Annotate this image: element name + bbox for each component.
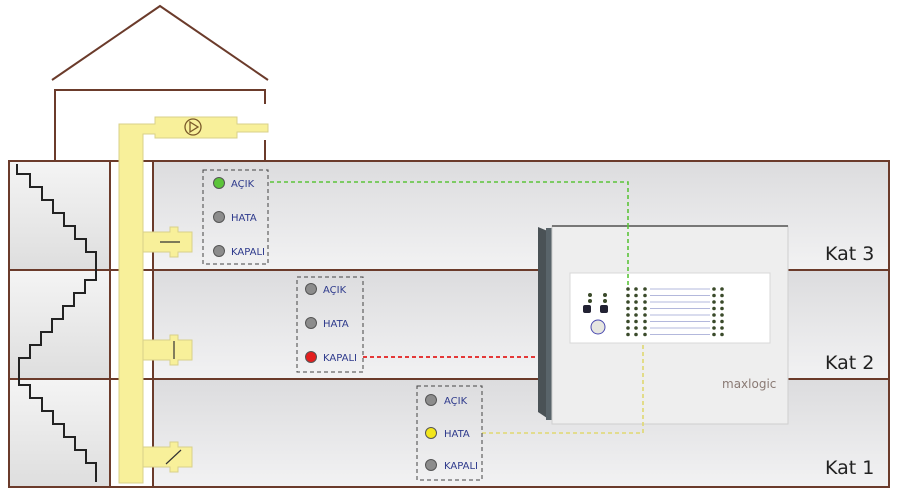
sprinkler-pipe xyxy=(118,116,269,484)
status-box-kat1: AÇIK HATA KAPALI xyxy=(416,385,483,481)
panel-led xyxy=(720,306,724,311)
panel-led xyxy=(720,326,724,330)
floor-label-kat2: Kat 2 xyxy=(825,352,874,374)
panel-led xyxy=(626,306,630,311)
led-kapali xyxy=(305,351,317,363)
panel-led xyxy=(712,326,716,330)
panel-led xyxy=(643,326,647,330)
floor-label-kat3: Kat 3 xyxy=(825,243,874,265)
floor-label-kat1: Kat 1 xyxy=(825,457,874,479)
panel-led xyxy=(712,300,716,304)
panel-led xyxy=(634,313,638,317)
led-hata xyxy=(305,317,317,329)
panel-led xyxy=(626,313,630,317)
led-kapali xyxy=(213,245,225,257)
panel-led xyxy=(634,306,638,311)
panel-led xyxy=(643,319,647,324)
panel-led xyxy=(712,306,716,311)
panel-led xyxy=(634,326,638,330)
panel-led xyxy=(634,287,638,291)
panel-led xyxy=(626,287,630,291)
panel-led xyxy=(720,313,724,317)
panel-led xyxy=(634,319,638,324)
panel-logo: maxlogic xyxy=(722,377,776,391)
panel-led xyxy=(626,300,630,304)
panel-led xyxy=(634,293,638,298)
panel-led xyxy=(712,287,716,291)
control-panel: maxlogic xyxy=(538,225,789,425)
panel-led xyxy=(720,319,724,324)
panel-led xyxy=(720,332,724,337)
label-acik: AÇIK xyxy=(323,285,347,296)
panel-led xyxy=(712,332,716,337)
valve-icon xyxy=(165,449,182,465)
panel-led xyxy=(643,332,647,337)
panel-led xyxy=(643,293,647,298)
panel-led xyxy=(626,326,630,330)
status-box-kat3: AÇIK HATA KAPALI xyxy=(202,169,269,265)
link-kat1 xyxy=(482,345,644,434)
panel-led xyxy=(720,293,724,298)
label-acik: AÇIK xyxy=(231,179,255,190)
led-acik xyxy=(425,394,437,406)
house-roof xyxy=(51,4,269,160)
led-acik xyxy=(305,283,317,295)
panel-led xyxy=(626,293,630,298)
panel-led xyxy=(643,287,647,291)
panel-led xyxy=(643,306,647,311)
led-acik xyxy=(213,177,225,189)
panel-led xyxy=(643,313,647,317)
led-hata xyxy=(213,211,225,223)
staircase xyxy=(16,164,97,482)
label-hata: HATA xyxy=(323,319,349,330)
panel-led xyxy=(626,332,630,337)
panel-led xyxy=(626,319,630,324)
label-kapali: KAPALI xyxy=(444,461,478,472)
led-hata xyxy=(425,427,437,439)
panel-led xyxy=(634,300,638,304)
status-box-kat2: AÇIK HATA KAPALI xyxy=(296,276,364,373)
label-acik: AÇIK xyxy=(444,396,468,407)
panel-led xyxy=(643,300,647,304)
panel-led xyxy=(712,293,716,298)
panel-led xyxy=(720,300,724,304)
label-hata: HATA xyxy=(444,429,470,440)
label-kapali: KAPALI xyxy=(231,247,265,258)
panel-led xyxy=(712,313,716,317)
led-kapali xyxy=(425,459,437,471)
label-hata: HATA xyxy=(231,213,257,224)
label-kapali: KAPALI xyxy=(323,353,357,364)
pump-icon xyxy=(184,118,202,136)
panel-led xyxy=(634,332,638,337)
panel-led xyxy=(720,287,724,291)
panel-led xyxy=(712,319,716,324)
